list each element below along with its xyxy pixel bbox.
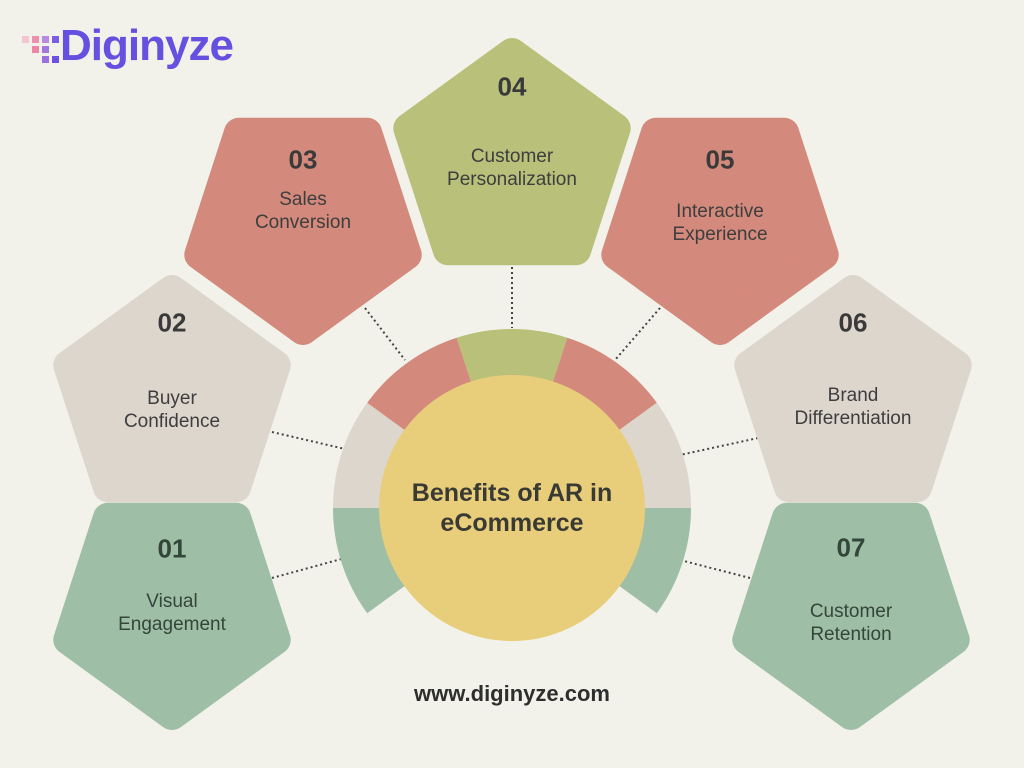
center-circle: [379, 375, 645, 641]
benefit-pentagon-04: [393, 38, 631, 266]
ring-segment-01: [333, 508, 407, 614]
benefit-number: 02: [157, 307, 187, 338]
connector-line-02: [271, 431, 346, 450]
benefit-number: 04: [497, 71, 527, 102]
benefit-label-line: Confidence: [123, 411, 221, 432]
benefit-label-line: Personalization: [447, 169, 577, 190]
ring-segment-03: [367, 337, 472, 432]
center-title: Benefits of AR in eCommerce: [411, 479, 613, 537]
benefit-pentagon-06: [734, 275, 972, 503]
diginyze-logo: Diginyze: [22, 18, 234, 74]
connector-line-07: [679, 559, 751, 579]
benefit-number: 01: [157, 533, 187, 564]
benefit-label-line: Sales: [279, 189, 327, 210]
benefit-label-line: Visual: [146, 591, 198, 612]
benefit-label-line: Experience: [672, 224, 768, 245]
connector-line-03: [364, 307, 406, 361]
benefit-label-line: Buyer: [147, 388, 197, 409]
benefit-number: 03: [288, 144, 318, 175]
benefit-label-line: Customer: [809, 601, 893, 622]
benefit-pentagon-05: [601, 117, 839, 345]
benefit-pentagon-02: [53, 275, 291, 503]
benefit-label-line: Engagement: [118, 614, 226, 635]
benefit-label-line: Customer: [470, 146, 554, 167]
ring-segment-02: [333, 402, 407, 508]
connector-line-05: [614, 307, 661, 361]
ring-segment-06: [617, 402, 691, 508]
benefit-label-line: Conversion: [254, 212, 352, 233]
benefit-label-line: Retention: [810, 624, 892, 645]
ring-segment-05: [552, 337, 657, 432]
benefit-pentagon-07: [732, 502, 970, 730]
benefit-number: 05: [705, 144, 735, 175]
benefit-label-line: Brand: [827, 385, 879, 406]
benefit-number: 07: [836, 532, 866, 563]
benefit-number: 06: [838, 307, 868, 338]
logo-text: Diginyze: [60, 21, 234, 70]
benefit-pentagon-03: [184, 117, 422, 345]
connector-line-06: [679, 437, 759, 456]
benefit-label-line: Interactive: [676, 201, 764, 222]
website-url: www.diginyze.com: [414, 681, 610, 706]
connector-line-01: [271, 557, 346, 579]
ring-segment-04: [456, 329, 568, 384]
benefit-pentagon-01: [53, 502, 291, 730]
logo-pixel-icon: [22, 28, 64, 64]
ring-segment-07: [617, 508, 691, 614]
benefit-label-line: Differentiation: [794, 408, 912, 429]
